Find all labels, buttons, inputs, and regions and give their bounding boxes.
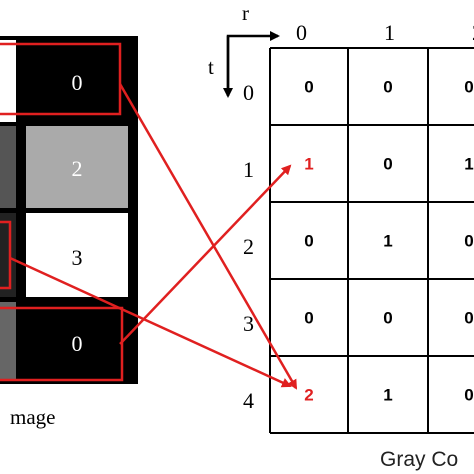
- matrix-caption: Gray Co: [380, 448, 458, 471]
- axis-t-label: t: [208, 55, 214, 79]
- matrix-row-header-3: 3: [243, 311, 254, 336]
- arrow-row0-to-cell-4-0: [118, 83, 298, 390]
- matrix-cell-4-2: 0: [464, 386, 473, 405]
- matrix-row-header-4: 4: [243, 388, 254, 413]
- matrix-row-header-0: 0: [243, 80, 254, 105]
- image-cell-0-1: [26, 40, 128, 122]
- image-cell-2-1: [26, 213, 128, 297]
- image-cell-1-1: [26, 126, 128, 208]
- matrix-cell-0-1: 0: [383, 78, 392, 97]
- matrix-col-header-1: 1: [384, 20, 395, 45]
- highlight-box-row3: [0, 306, 124, 382]
- arrow-row3-to-cell-1-0: [119, 164, 292, 345]
- matrix-row-header-1: 1: [243, 157, 254, 182]
- matrix-cell-0-0: 0: [304, 78, 313, 97]
- image-caption: mage: [10, 405, 55, 429]
- image-cell-2-0: [0, 213, 16, 297]
- matrix-cell-1-2: 1: [464, 155, 473, 174]
- highlight-box-row0: [0, 42, 122, 116]
- matrix-col-header-2: 2: [472, 20, 474, 45]
- image-cell-3-1: [26, 302, 128, 380]
- axes-indicator: r t: [208, 1, 280, 98]
- axis-r-label: r: [242, 1, 249, 25]
- image-panel: 0 2 3 0 mage: [0, 36, 138, 429]
- image-value-1-1: 2: [72, 156, 83, 181]
- matrix-col-header-0: 0: [296, 20, 307, 45]
- matrix-cell-3-0: 0: [304, 309, 313, 328]
- matrix-cell-2-0: 0: [304, 232, 313, 251]
- matrix-cell-2-1: 1: [383, 232, 392, 251]
- matrix-cell-4-0: 2: [304, 386, 313, 405]
- matrix-cell-3-1: 0: [383, 309, 392, 328]
- matrix-cell-4-1: 1: [383, 386, 392, 405]
- image-cell-0-0: [0, 40, 16, 122]
- matrix-row-header-2: 2: [243, 234, 254, 259]
- matrix-cell-0-2: 0: [464, 78, 473, 97]
- matrix-cell-3-2: 0: [464, 309, 473, 328]
- matrix-cell-1-0: 1: [304, 155, 313, 174]
- arrow-row2-to-cell-4-0: [9, 256, 292, 388]
- image-cell-3-0: [0, 302, 16, 380]
- highlight-box-row2-left: [0, 220, 12, 290]
- matrix-cell-2-2: 0: [464, 232, 473, 251]
- image-cell-1-0: [0, 126, 16, 208]
- image-value-0-1: 0: [72, 70, 83, 95]
- image-value-3-1: 0: [72, 331, 83, 356]
- image-value-2-1: 3: [72, 245, 83, 270]
- co-occurrence-matrix: 0 1 2 0 1 2 3 4 0 0 0 1 0 1 0 1 0 0 0 0 2 1 0: [243, 20, 474, 434]
- matrix-cell-1-1: 0: [383, 155, 392, 174]
- arrows: [9, 83, 298, 390]
